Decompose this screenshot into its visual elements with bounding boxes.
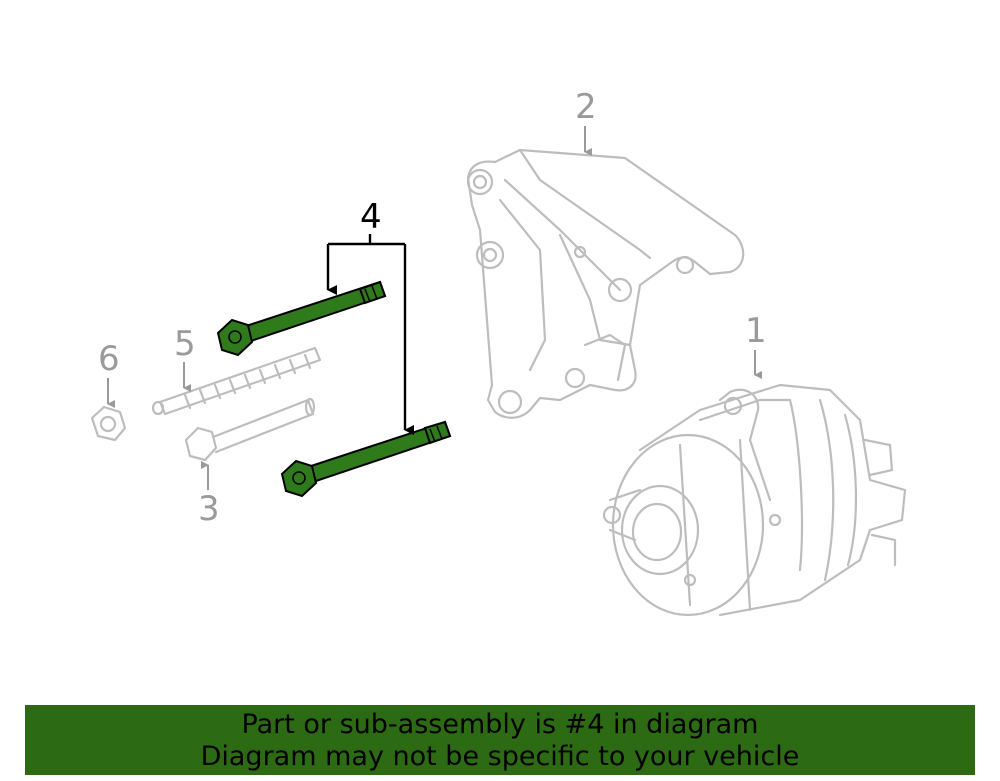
callout-1: 1 [745,311,767,379]
bolt-4-lower-part[interactable] [280,420,452,498]
callout-2: 2 [575,87,597,156]
alternator-part[interactable] [602,383,907,617]
callout-label-3: 3 [198,489,220,529]
nut-part[interactable] [90,405,127,442]
callout-4: 4 [326,197,414,435]
part-info-banner: Part or sub-assembly is #4 in diagram Di… [25,705,975,775]
parts-diagram: 1 2 3 4 5 6 [90,87,907,617]
bolt-3-part[interactable] [184,397,316,462]
leader-line-4 [328,234,405,246]
callout-label-6: 6 [98,339,120,379]
callout-label-4: 4 [360,197,382,237]
callout-label-5: 5 [174,324,196,364]
bolt-4-upper-part[interactable] [216,280,387,357]
banner-line-disclaimer: Diagram may not be specific to your vehi… [200,741,800,772]
callout-label-2: 2 [575,87,597,127]
banner-line-part: Part or sub-assembly is #4 in diagram [241,709,759,740]
bracket-part[interactable] [466,148,745,419]
callout-label-1: 1 [745,311,767,351]
callout-5: 5 [174,324,196,392]
stud-part[interactable] [151,346,322,416]
callout-3: 3 [198,461,220,529]
callout-6: 6 [98,339,120,408]
